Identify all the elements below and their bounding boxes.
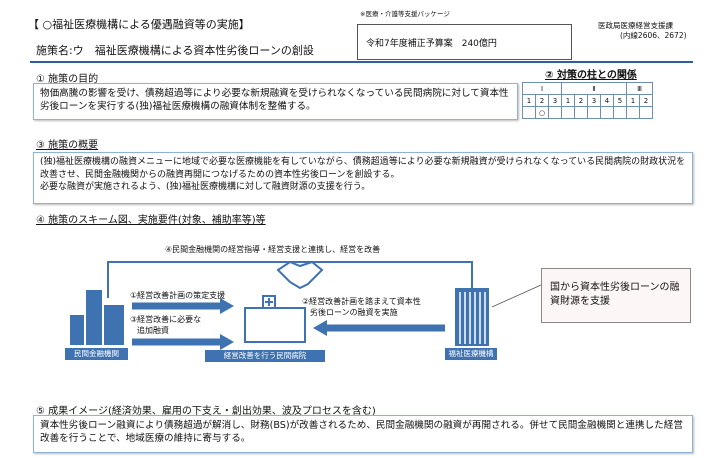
- pillar-mark-cell: ○: [535, 106, 549, 119]
- pillar-number-cell: 2: [535, 94, 549, 107]
- pillar-number-cell: 3: [587, 94, 601, 107]
- pillar-number-cell: 2: [639, 94, 653, 107]
- step2-text-1: ②経営改善計画を踏まえて資本性: [302, 297, 421, 306]
- pillar-number-cell: 3: [548, 94, 562, 107]
- department: 医政局医療経営支援課: [598, 21, 673, 30]
- pillar-number-cell: 1: [626, 94, 640, 107]
- bank-label: 民間金融機関: [65, 348, 128, 360]
- group-cell: Ⅲ: [626, 82, 653, 95]
- hospital-label: 経営改善を行う民間病院: [205, 350, 325, 362]
- pillar-number-cell: 1: [522, 94, 536, 107]
- purpose-title: ① 施策の目的: [36, 74, 99, 85]
- measure-name: 施策名:ウ 福祉医療機構による資本性劣後ローンの創設: [36, 44, 314, 57]
- step3-text-2: 追加融資: [137, 326, 169, 335]
- outcome-box: 資本性劣後ローン融資により債務超過が解消し、財務(BS)が改善されるため、民間金…: [33, 415, 693, 453]
- callout-text: 国から資本性劣後ローンの融資財源を支援: [550, 282, 680, 307]
- handshake-icon: [276, 260, 324, 290]
- budget-box: 令和7年度補正予算案 240億円: [357, 24, 572, 60]
- scheme-title: ④ 施策のスキーム図、実施要件(対象、補助率等)等: [36, 215, 266, 226]
- extension: (内線2606、2672): [620, 31, 687, 40]
- purpose-text: 物価高騰の影響を受け、債務超過等により必要な新規融資を受けられなくなっている民間…: [40, 88, 509, 112]
- wam-building-icon: [455, 288, 489, 346]
- pillar-mark-cell: [548, 106, 562, 119]
- pillar-mark-cell: [600, 106, 614, 119]
- group-cell: Ⅱ: [561, 82, 627, 95]
- pillar-mark-cell: [639, 106, 653, 119]
- pillar-number-cell: 4: [600, 94, 614, 107]
- header-rule: [30, 61, 693, 63]
- purpose-box: 物価高騰の影響を受け、債務超過等により必要な新規融資を受けられなくなっている民間…: [33, 83, 518, 120]
- hospital-icon: [244, 295, 306, 343]
- pillar-number-cell: 1: [561, 94, 575, 107]
- pillar-mark-cell: [626, 106, 640, 119]
- pillar-mark-cell: [561, 106, 575, 119]
- pillar-number-cell: 2: [574, 94, 588, 107]
- pillar-number-cell: 5: [613, 94, 627, 107]
- overview-box: (独)福祉医療機構の融資メニューに地域で必要な医療機能を有していながら、債務超過…: [33, 152, 693, 204]
- step1-text: ①経営改善計画の策定支援: [130, 291, 226, 300]
- group-cell: Ⅰ: [522, 82, 562, 95]
- budget-text: 令和7年度補正予算案 240億円: [366, 39, 497, 49]
- relation-title: ② 対策の柱との関係: [545, 70, 637, 81]
- pillar-mark-cell: [587, 106, 601, 119]
- overview-line: (独)福祉医療機構の融資メニューに地域で必要な医療機能を有していながら、債務超過…: [40, 157, 686, 180]
- pillar-mark-cell: [522, 106, 536, 119]
- outcome-title: ⑤ 成果イメージ(経済効果、雇用の下支え・創出効果、波及プロセスを含む): [36, 406, 376, 417]
- overview-title: ③ 施策の概要: [36, 140, 99, 151]
- heading: 【 ○福祉医療機構による優遇融資等の実施】: [28, 18, 250, 31]
- step3-text-1: ③経営改善に必要な: [130, 315, 202, 324]
- bank-buildings-icon: [70, 290, 124, 345]
- callout-box: 国から資本性劣後ローンの融資財源を支援: [541, 268, 691, 323]
- pillar-mark-cell: [574, 106, 588, 119]
- pillar-mark-cell: [613, 106, 627, 119]
- outcome-text: 資本性劣後ローン融資により債務超過が解消し、財務(BS)が改善されるため、民間金…: [40, 420, 683, 444]
- wam-label: 福祉医療機構: [445, 348, 497, 360]
- step2-text-2: 劣後ローンの融資を実施: [310, 308, 398, 317]
- overview-line: 必要な融資が実施されるよう、(独)福祉医療機構に対して融資財源の支援を行う。: [40, 182, 371, 192]
- package-note: ※医療・介護等支援パッケージ: [360, 10, 450, 18]
- scheme-diagram: [70, 260, 542, 350]
- step4-text: ④民間金融機関の経営指導・経営支援と連携し、経営を改善: [165, 245, 381, 254]
- callout-line: [491, 284, 542, 308]
